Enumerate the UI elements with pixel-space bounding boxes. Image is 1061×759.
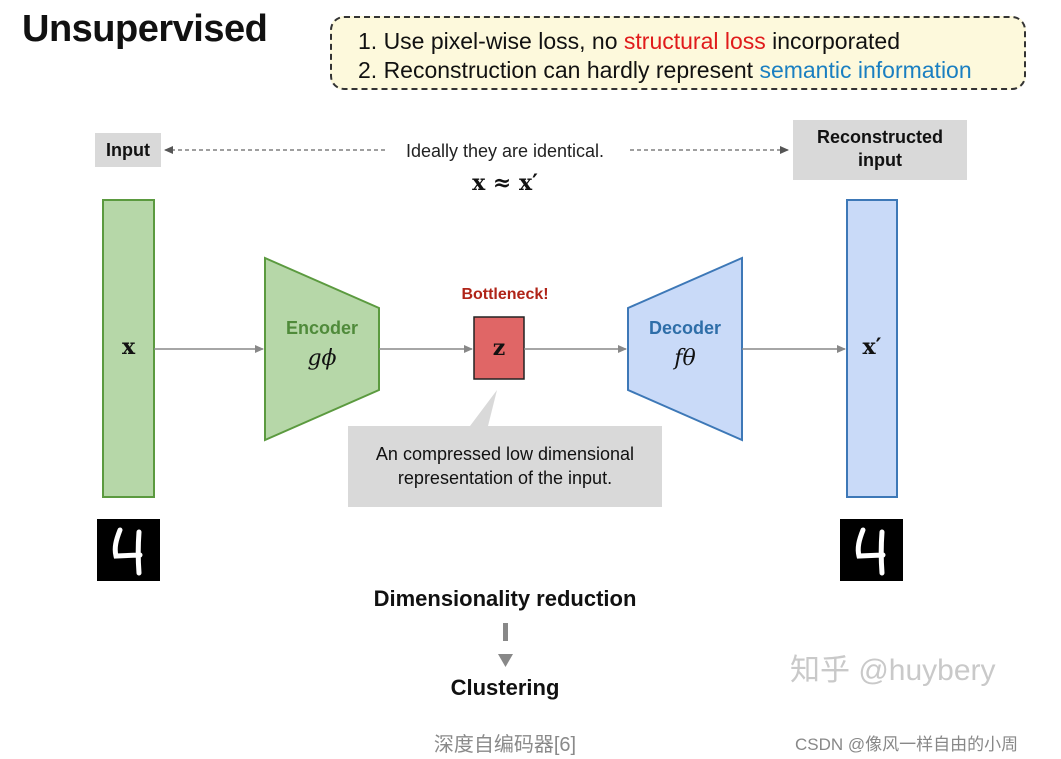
page-title: Unsupervised xyxy=(22,8,268,50)
note-line-2: 2. Reconstruction can hardly represent s… xyxy=(358,57,972,84)
callout-text: An compressed low dimensional representa… xyxy=(348,442,662,490)
zhihu-watermark: 知乎 @huybery xyxy=(790,654,996,687)
approx-formula: x ≈ x′ xyxy=(472,170,538,196)
callout-bubble xyxy=(348,390,662,507)
bottleneck-box xyxy=(473,316,525,380)
flow-step-clustering: Clustering xyxy=(450,675,560,700)
decoder-shape xyxy=(627,256,743,442)
callout-line2: representation of the input. xyxy=(397,468,613,488)
output-symbol: x′ xyxy=(862,334,882,360)
encoder-symbol: gϕ xyxy=(307,346,337,371)
decoder-symbol: fθ xyxy=(674,346,696,371)
note-1-highlight: structural loss xyxy=(623,28,766,54)
reconstructed-input-tag: Reconstructed input xyxy=(793,120,967,180)
decoder-label: Decoder xyxy=(648,318,722,338)
flow-arrow-shaft xyxy=(503,623,508,641)
notes-box: 1. Use pixel-wise loss, no structural lo… xyxy=(330,16,1026,90)
note-line-1: 1. Use pixel-wise loss, no structural lo… xyxy=(358,28,900,55)
note-2-highlight: semantic information xyxy=(759,57,972,83)
note-1-suffix: incorporated xyxy=(765,28,901,54)
note-2-text: 2. Reconstruction can hardly represent xyxy=(358,57,760,83)
input-bar xyxy=(102,199,155,498)
reconstructed-label-line1: Reconstructed xyxy=(816,127,944,147)
reconstructed-label-line2: input xyxy=(858,150,902,170)
bottleneck-symbol: z xyxy=(492,335,506,361)
csdn-watermark: CSDN @像风一样自由的小周 xyxy=(795,735,1019,754)
output-bar xyxy=(846,199,898,498)
input-tag: Input xyxy=(95,133,161,167)
output-digit-image xyxy=(840,519,903,581)
encoder-label: Encoder xyxy=(285,318,359,338)
bottleneck-label: Bottleneck! xyxy=(461,286,549,303)
flow-arrow-head xyxy=(498,654,513,667)
encoder-shape xyxy=(264,256,380,442)
ideal-text: Ideally they are identical. xyxy=(405,141,605,161)
flow-step-dimensionality-reduction: Dimensionality reduction xyxy=(373,586,637,611)
input-symbol: x xyxy=(121,334,136,360)
figure-caption: 深度自编码器[6] xyxy=(433,734,577,756)
note-1-text: 1. Use pixel-wise loss, no xyxy=(358,28,624,54)
input-digit-image xyxy=(97,519,160,581)
callout-line1: An compressed low dimensional xyxy=(375,444,635,464)
